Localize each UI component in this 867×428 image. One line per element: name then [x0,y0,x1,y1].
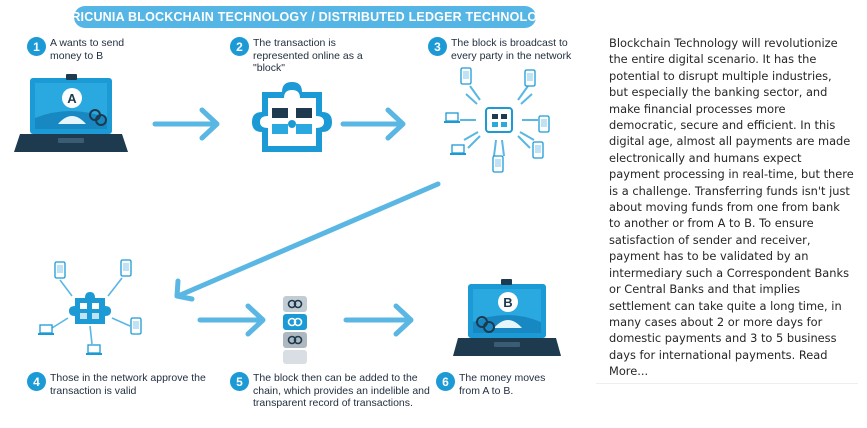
puzzle-block-icon [252,82,332,152]
chain-blocks-icon [283,296,307,364]
step-4-number: 4 [27,372,46,391]
step-5-text: The block then can be added to the chain… [253,372,430,409]
arrow-diagonal-icon [174,181,441,302]
step-6-number: 6 [436,372,455,391]
step-2-number: 2 [230,37,249,56]
receiver-badge-label: B [503,295,512,310]
article-text: Blockchain Technology will revolutionize… [609,35,854,380]
network-approve-icon [37,259,142,356]
step-3-number: 3 [428,37,447,56]
article-divider [596,383,858,384]
infographic-title: AFRICUNIA BLOCKCHAIN TECHNOLOGY / DISTRI… [54,6,556,28]
step-4-text: Those in the network approve the transac… [50,372,206,397]
step-6-text: The money moves from A to B. [459,372,546,397]
step-1-text: A wants to send money to B [50,37,125,62]
step-1-number: 1 [27,37,46,56]
sender-badge-label: A [67,91,77,106]
laptop-receiver-icon: B [453,279,561,356]
arrow-right-icon [152,107,220,141]
arrow-right-icon [343,303,414,337]
infographic-artwork: A [14,67,561,364]
arrow-right-icon [340,107,406,141]
step-3-text: The block is broadcast to every party in… [451,37,572,62]
blockchain-infographic: AFRICUNIA BLOCKCHAIN TECHNOLOGY / DISTRI… [14,6,572,409]
article-body: Blockchain Technology will revolutionize… [609,36,854,362]
step-5-number: 5 [230,372,249,391]
arrow-right-icon [197,303,266,337]
step-2-text: The transaction is represented online as… [253,37,363,74]
read-more-link[interactable]: Read More... [609,347,828,379]
laptop-sender-icon: A [14,74,128,152]
network-broadcast-icon [443,67,550,173]
